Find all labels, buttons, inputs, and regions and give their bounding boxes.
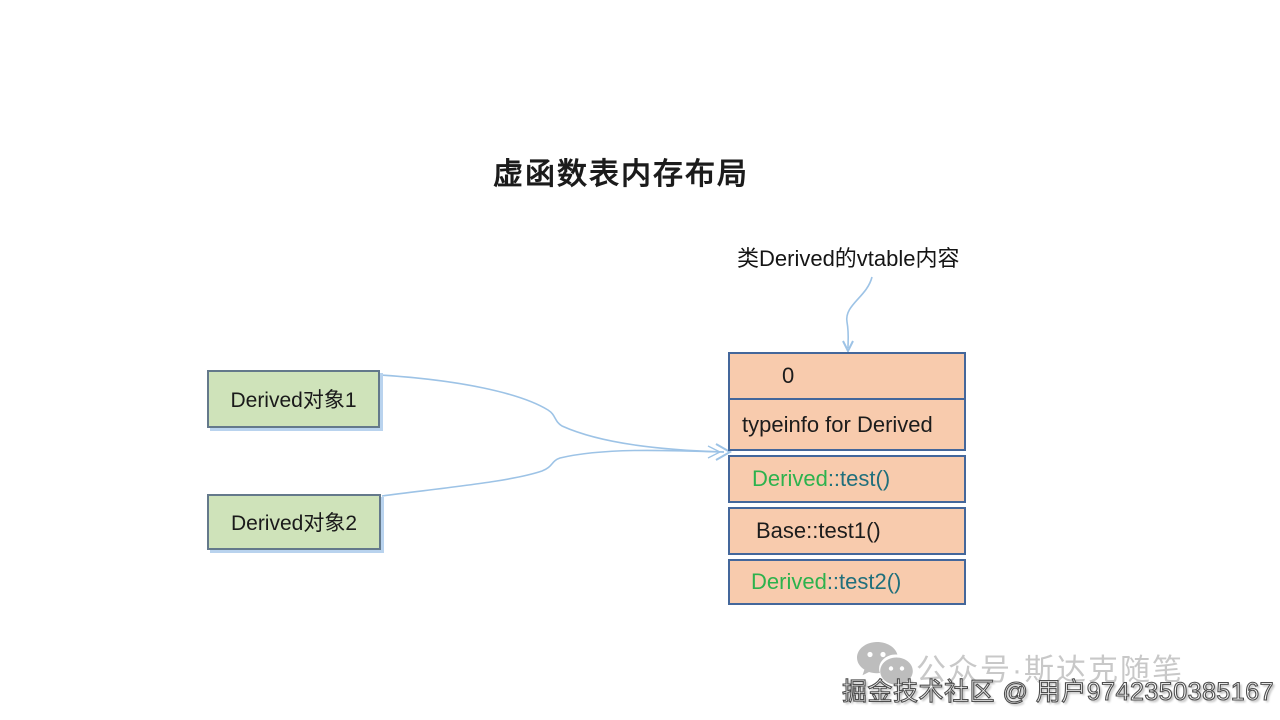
- vtable: 0 typeinfo for Derived Derived::test() B…: [728, 352, 966, 605]
- watermark-account: 公众号·斯达克随笔: [916, 654, 1184, 687]
- watermark-credit: 掘金技术社区 @ 用户9742350385167: [841, 677, 1275, 706]
- vtable-caption: 类Derived的vtable内容: [737, 246, 960, 271]
- arrow-object1-to-vtable: [379, 374, 725, 453]
- arrow-caption-to-vtable: [846, 276, 873, 349]
- vtable-row-derived-test2-method: ::test2(): [826, 569, 902, 594]
- vtable-row-derived-test2: Derived::test2(): [728, 559, 966, 605]
- vtable-row-derived-test-class: Derived: [752, 466, 828, 491]
- vtable-row-base-test1-text: Base::test1(): [756, 518, 881, 543]
- vtable-row-base-test1: Base::test1(): [728, 507, 966, 555]
- vtable-row-offset: 0: [728, 352, 966, 400]
- object-box-derived2: Derived对象2: [207, 494, 381, 550]
- wechat-icon: [857, 642, 913, 687]
- object-box-derived2-label: Derived对象2: [230, 512, 358, 535]
- page-title: 虚函数表内存布局: [493, 158, 749, 191]
- vtable-row-derived-test2-class: Derived: [751, 569, 827, 594]
- vtable-row-offset-text: 0: [782, 363, 795, 388]
- arrowhead-right-inner-icon: [707, 445, 722, 459]
- object-box-derived1-label: Derived对象1: [230, 389, 357, 412]
- object-box-derived1: Derived对象1: [207, 370, 380, 428]
- vtable-row-derived-test-method: ::test(): [827, 466, 891, 491]
- arrowhead-down-icon: [842, 340, 854, 354]
- arrow-object2-to-vtable: [381, 449, 725, 497]
- vtable-row-typeinfo: typeinfo for Derived: [728, 398, 966, 451]
- vtable-row-typeinfo-text: typeinfo for Derived: [742, 411, 933, 437]
- vtable-row-derived-test: Derived::test(): [728, 455, 966, 503]
